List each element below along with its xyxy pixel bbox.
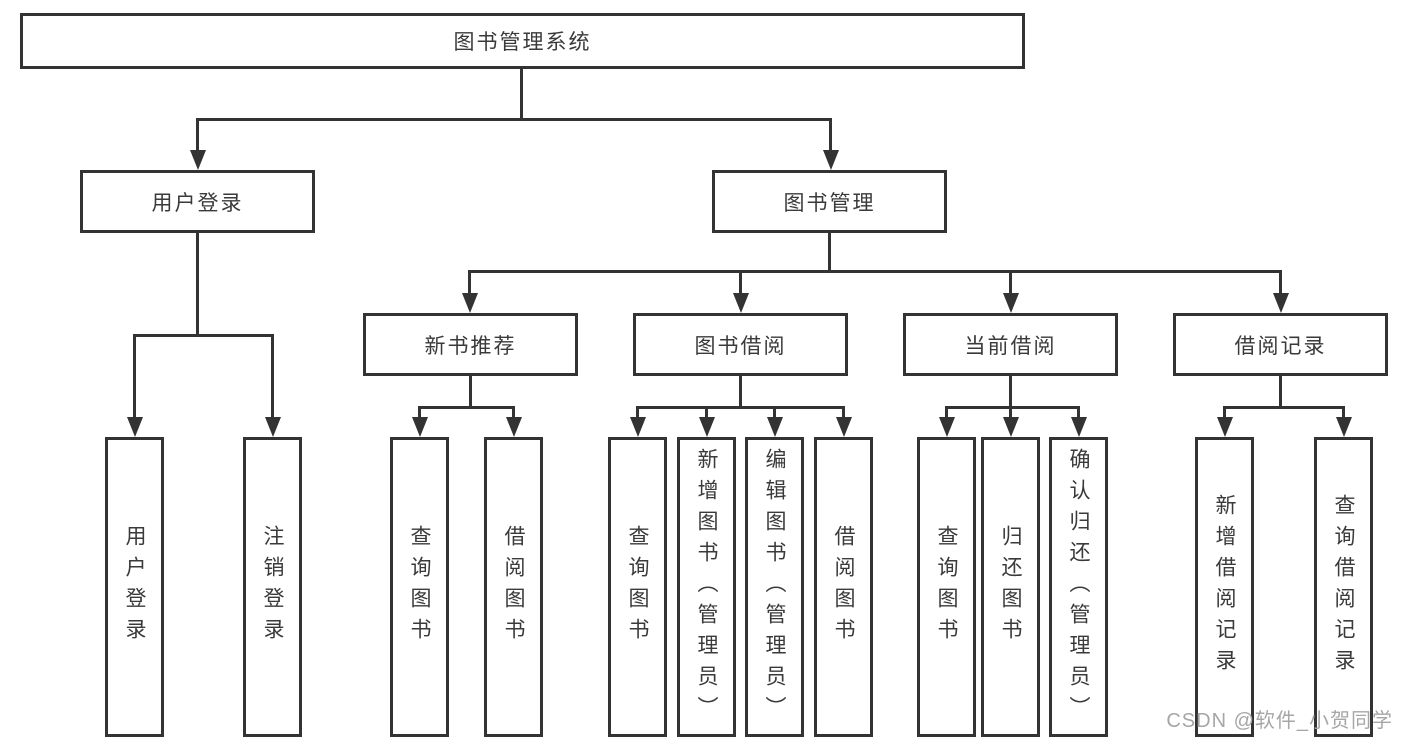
leaf-add-borrow-record-label: 新增借阅记录 bbox=[1213, 494, 1236, 680]
arrowhead-icon bbox=[823, 150, 839, 170]
arrowhead-icon bbox=[1273, 293, 1289, 313]
leaf-user-login-label: 用户登录 bbox=[123, 525, 146, 649]
leaf-current-query-book-label: 查询图书 bbox=[935, 525, 958, 649]
node-book-borrow-label: 图书借阅 bbox=[694, 334, 787, 358]
leaf-query-borrow-record: 查询借阅记录 bbox=[1314, 437, 1373, 737]
connector-root-horizontal bbox=[196, 118, 832, 121]
connector-book-borrow-stem bbox=[739, 376, 742, 409]
arrowhead-icon bbox=[1071, 417, 1087, 437]
connector-leaf-stem bbox=[1077, 406, 1080, 421]
node-book-mgmt: 图书管理 bbox=[712, 170, 947, 233]
connector-current-borrow-horizontal bbox=[945, 406, 1080, 409]
leaf-logout-label: 注销登录 bbox=[261, 525, 284, 649]
arrowhead-icon bbox=[699, 417, 715, 437]
leaf-borrow-book: 借阅图书 bbox=[814, 437, 873, 737]
connector-root-to-book-mgmt bbox=[829, 118, 832, 156]
leaf-add-book-admin-label: 新增图书（管理员） bbox=[695, 447, 718, 727]
arrowhead-icon bbox=[190, 150, 206, 170]
connector-to-leaf-user-login bbox=[133, 334, 136, 420]
node-current-borrow: 当前借阅 bbox=[903, 313, 1118, 376]
node-new-book-rec: 新书推荐 bbox=[363, 313, 578, 376]
leaf-confirm-return-admin: 确认归还（管理员） bbox=[1049, 437, 1108, 737]
arrowhead-icon bbox=[1003, 293, 1019, 313]
connector-leaf-stem bbox=[418, 406, 421, 421]
connector-leaf-stem bbox=[1223, 406, 1226, 421]
leaf-rec-query-book: 查询图书 bbox=[390, 437, 449, 737]
connector-new-book-rec-stem bbox=[469, 376, 472, 409]
arrowhead-icon bbox=[836, 417, 852, 437]
connector-user-login-horizontal bbox=[133, 334, 274, 337]
leaf-add-borrow-record: 新增借阅记录 bbox=[1195, 437, 1254, 737]
connector-to-borrow-records bbox=[1279, 270, 1282, 298]
leaf-borrow-book-label: 借阅图书 bbox=[832, 525, 855, 649]
connector-root-to-user-login bbox=[196, 118, 199, 156]
leaf-return-book-label: 归还图书 bbox=[999, 525, 1022, 649]
leaf-current-query-book: 查询图书 bbox=[917, 437, 976, 737]
leaf-return-book: 归还图书 bbox=[981, 437, 1040, 737]
connector-leaf-stem bbox=[842, 406, 845, 421]
node-user-login: 用户登录 bbox=[80, 170, 315, 233]
node-current-borrow-label: 当前借阅 bbox=[964, 334, 1057, 358]
connector-book-mgmt-horizontal bbox=[468, 270, 1282, 273]
leaf-edit-book-admin: 编辑图书（管理员） bbox=[745, 437, 804, 737]
arrowhead-icon bbox=[767, 417, 783, 437]
connector-to-new-book-rec bbox=[468, 270, 471, 298]
leaf-rec-borrow-book: 借阅图书 bbox=[484, 437, 543, 737]
connector-leaf-stem bbox=[945, 406, 948, 421]
csdn-watermark: CSDN @软件_小贺同学 bbox=[1166, 710, 1393, 732]
leaf-borrow-query-book: 查询图书 bbox=[608, 437, 667, 737]
arrowhead-icon bbox=[127, 417, 143, 437]
connector-leaf-stem bbox=[773, 406, 776, 421]
connector-to-current-borrow bbox=[1009, 270, 1012, 298]
node-root: 图书管理系统 bbox=[20, 13, 1025, 69]
connector-current-borrow-stem bbox=[1009, 376, 1012, 409]
leaf-add-book-admin: 新增图书（管理员） bbox=[677, 437, 736, 737]
arrowhead-icon bbox=[1217, 417, 1233, 437]
connector-borrow-records-stem bbox=[1279, 376, 1282, 409]
connector-to-leaf-logout bbox=[271, 334, 274, 420]
arrowhead-icon bbox=[506, 417, 522, 437]
node-user-login-label: 用户登录 bbox=[151, 191, 244, 215]
node-borrow-records-label: 借阅记录 bbox=[1234, 334, 1327, 358]
arrowhead-icon bbox=[630, 417, 646, 437]
leaf-query-borrow-record-label: 查询借阅记录 bbox=[1332, 494, 1355, 680]
connector-user-login-stem bbox=[196, 233, 199, 337]
arrowhead-icon bbox=[939, 417, 955, 437]
connector-leaf-stem bbox=[512, 406, 515, 421]
leaf-logout: 注销登录 bbox=[243, 437, 302, 737]
arrowhead-icon bbox=[1003, 417, 1019, 437]
connector-to-book-borrow bbox=[739, 270, 742, 298]
node-new-book-rec-label: 新书推荐 bbox=[424, 334, 517, 358]
arrowhead-icon bbox=[412, 417, 428, 437]
leaf-rec-query-book-label: 查询图书 bbox=[408, 525, 431, 649]
connector-leaf-stem bbox=[1009, 406, 1012, 421]
arrowhead-icon bbox=[265, 417, 281, 437]
connector-root-stem bbox=[520, 69, 523, 121]
connector-book-borrow-horizontal bbox=[636, 406, 845, 409]
arrowhead-icon bbox=[462, 293, 478, 313]
arrowhead-icon bbox=[1336, 417, 1352, 437]
node-book-borrow: 图书借阅 bbox=[633, 313, 848, 376]
leaf-rec-borrow-book-label: 借阅图书 bbox=[502, 525, 525, 649]
connector-leaf-stem bbox=[636, 406, 639, 421]
leaf-confirm-return-admin-label: 确认归还（管理员） bbox=[1067, 447, 1090, 727]
connector-book-mgmt-stem bbox=[828, 233, 831, 273]
leaf-edit-book-admin-label: 编辑图书（管理员） bbox=[763, 447, 786, 727]
node-book-mgmt-label: 图书管理 bbox=[783, 191, 876, 215]
connector-borrow-records-horizontal bbox=[1223, 406, 1345, 409]
connector-leaf-stem bbox=[705, 406, 708, 421]
connector-new-book-rec-horizontal bbox=[418, 406, 515, 409]
node-root-label: 图书管理系统 bbox=[453, 31, 592, 54]
arrowhead-icon bbox=[733, 293, 749, 313]
node-borrow-records: 借阅记录 bbox=[1173, 313, 1388, 376]
connector-leaf-stem bbox=[1342, 406, 1345, 421]
leaf-user-login: 用户登录 bbox=[105, 437, 164, 737]
leaf-borrow-query-book-label: 查询图书 bbox=[626, 525, 649, 649]
